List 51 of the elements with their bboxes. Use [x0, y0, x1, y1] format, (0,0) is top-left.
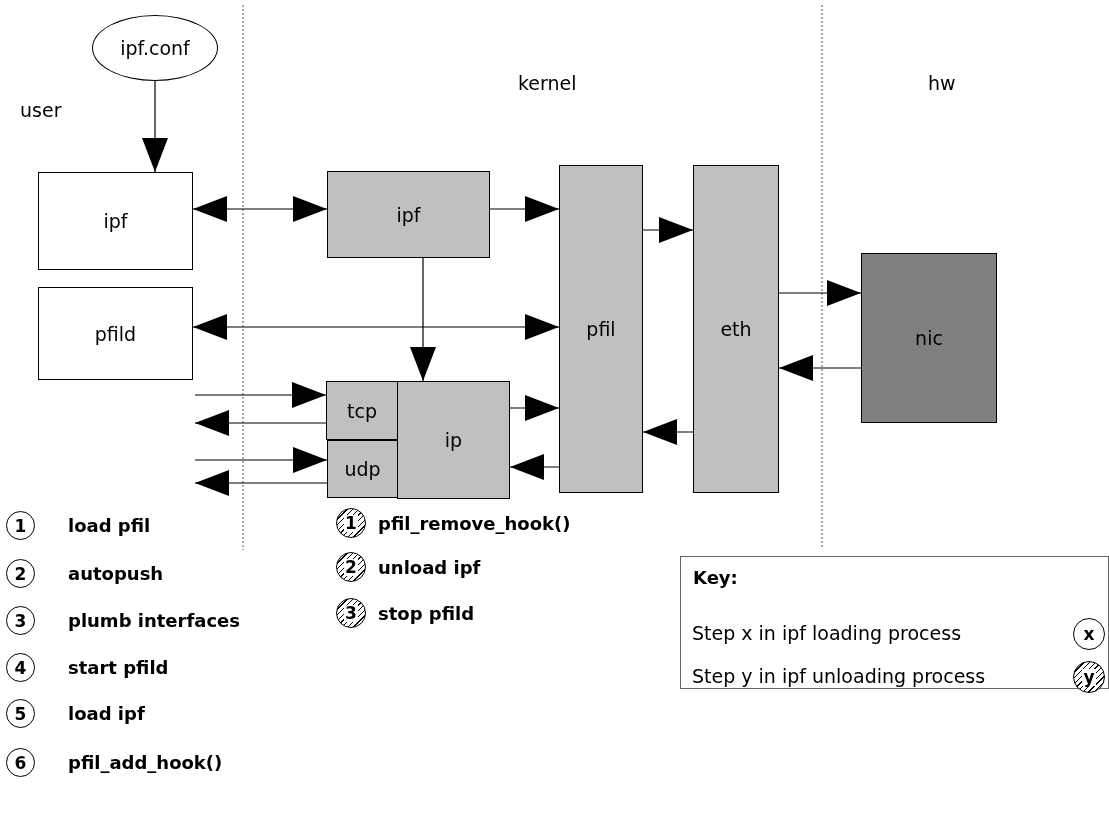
- arrow: [192, 314, 560, 340]
- component-box: nic: [861, 253, 997, 423]
- zone-label: hw: [928, 72, 956, 94]
- step-description: plumb interfaces: [68, 610, 241, 631]
- arrow: [778, 280, 862, 306]
- hatched-step-circle: 1: [336, 508, 366, 538]
- arrow: [194, 447, 328, 473]
- arrow: [192, 196, 328, 222]
- component-box: tcp: [326, 381, 398, 440]
- zone-label: Step x in ipf loading process: [692, 622, 962, 644]
- arrow: [509, 395, 560, 421]
- zone-label: user: [20, 99, 62, 121]
- step-number-circle: 1: [6, 511, 35, 540]
- zone-label: kernel: [518, 72, 577, 94]
- step-description: pfil_add_hook(): [68, 752, 223, 773]
- key-title: Key:: [693, 567, 738, 588]
- step-description: start pfild: [68, 657, 169, 678]
- arrow: [410, 257, 436, 382]
- step-number-circle: 3: [6, 606, 35, 635]
- component-box: ip: [397, 381, 510, 499]
- arrow: [489, 196, 560, 222]
- step-number-circle: x: [1073, 618, 1105, 650]
- step-number-circle: 2: [6, 559, 35, 588]
- arrow: [642, 419, 694, 445]
- component-box: eth: [693, 165, 779, 493]
- component-box: pfild: [38, 287, 193, 380]
- step-description: autopush: [68, 563, 164, 584]
- step-number-circle: 4: [6, 653, 35, 682]
- step-description: pfil_remove_hook(): [378, 513, 571, 534]
- config-file-ellipse: ipf.conf: [92, 15, 218, 81]
- arrow: [509, 454, 560, 480]
- step-description: load ipf: [68, 703, 145, 724]
- component-box: ipf: [38, 172, 193, 270]
- arrow: [194, 410, 327, 436]
- step-description: stop pfild: [378, 603, 475, 624]
- component-box: udp: [327, 440, 398, 498]
- component-box: ipf: [327, 171, 490, 258]
- arrow: [142, 80, 168, 173]
- step-number-circle: 6: [6, 748, 35, 777]
- arrow: [194, 382, 327, 408]
- hatched-step-circle: y: [1073, 661, 1105, 693]
- step-number-circle: 5: [6, 699, 35, 728]
- arrow: [642, 217, 694, 243]
- arrow: [778, 355, 862, 381]
- component-box: pfil: [559, 165, 643, 493]
- step-description: load pfil: [68, 515, 151, 536]
- hatched-step-circle: 3: [336, 598, 366, 628]
- zone-label: Step y in ipf unloading process: [692, 665, 986, 687]
- hatched-step-circle: 2: [336, 552, 366, 582]
- step-description: unload ipf: [378, 557, 481, 578]
- arrow: [194, 470, 328, 496]
